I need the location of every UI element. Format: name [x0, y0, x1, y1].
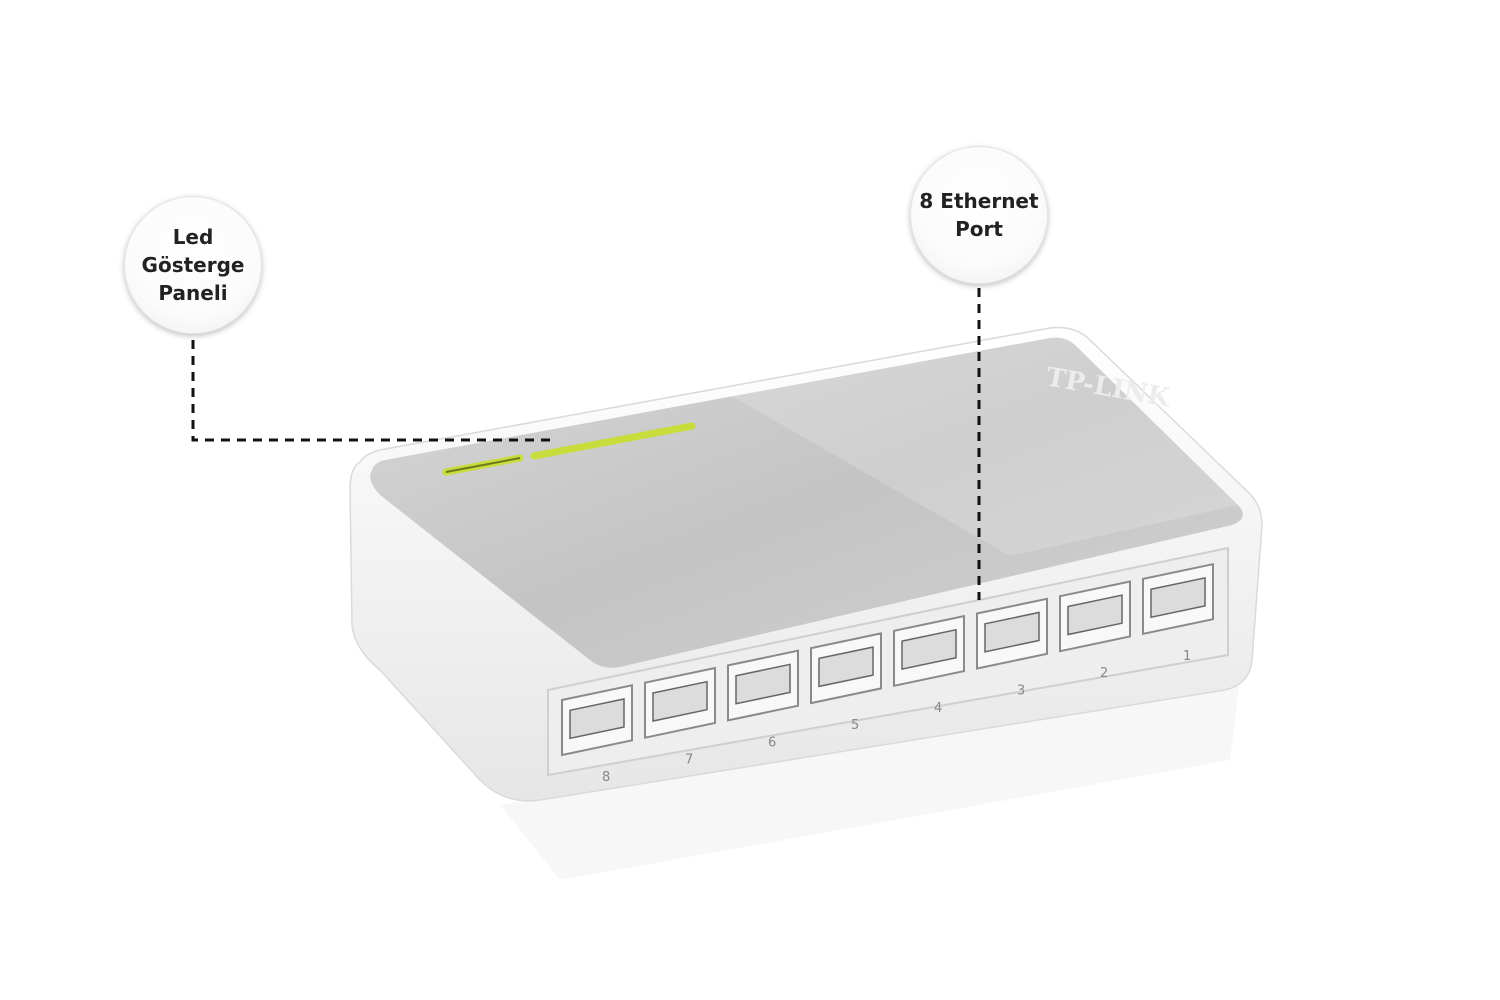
port-contacts	[984, 611, 1040, 653]
port-contacts	[735, 663, 791, 705]
port-number-label: 5	[851, 718, 859, 733]
port-number-label: 8	[602, 770, 610, 785]
port-contacts	[569, 698, 625, 740]
callout-led-panel: Led Gösterge Paneli	[124, 196, 262, 334]
port-number-label: 4	[934, 701, 942, 716]
callout-ethernet-ports: 8 Ethernet Port	[910, 146, 1048, 284]
led-panel	[442, 422, 696, 476]
led-leader-line	[191, 340, 555, 442]
port-number-label: 1	[1183, 649, 1191, 664]
switch-top-panel	[370, 337, 1243, 668]
callout-led-panel-label: Led Gösterge Paneli	[141, 225, 245, 305]
port-number-label: 3	[1017, 684, 1025, 699]
port-number-label: 6	[768, 735, 776, 750]
port-contacts	[1067, 594, 1123, 636]
port-contacts	[1150, 576, 1206, 619]
reflection	[500, 680, 1240, 880]
port-contacts	[818, 646, 874, 688]
callout-ethernet-label: 8 Ethernet Port	[919, 189, 1039, 241]
port-recess	[547, 546, 1229, 777]
port-number-label: 7	[685, 753, 693, 768]
port-number-label: 2	[1100, 666, 1108, 681]
port-contacts	[901, 628, 957, 671]
port-contacts	[652, 680, 708, 722]
